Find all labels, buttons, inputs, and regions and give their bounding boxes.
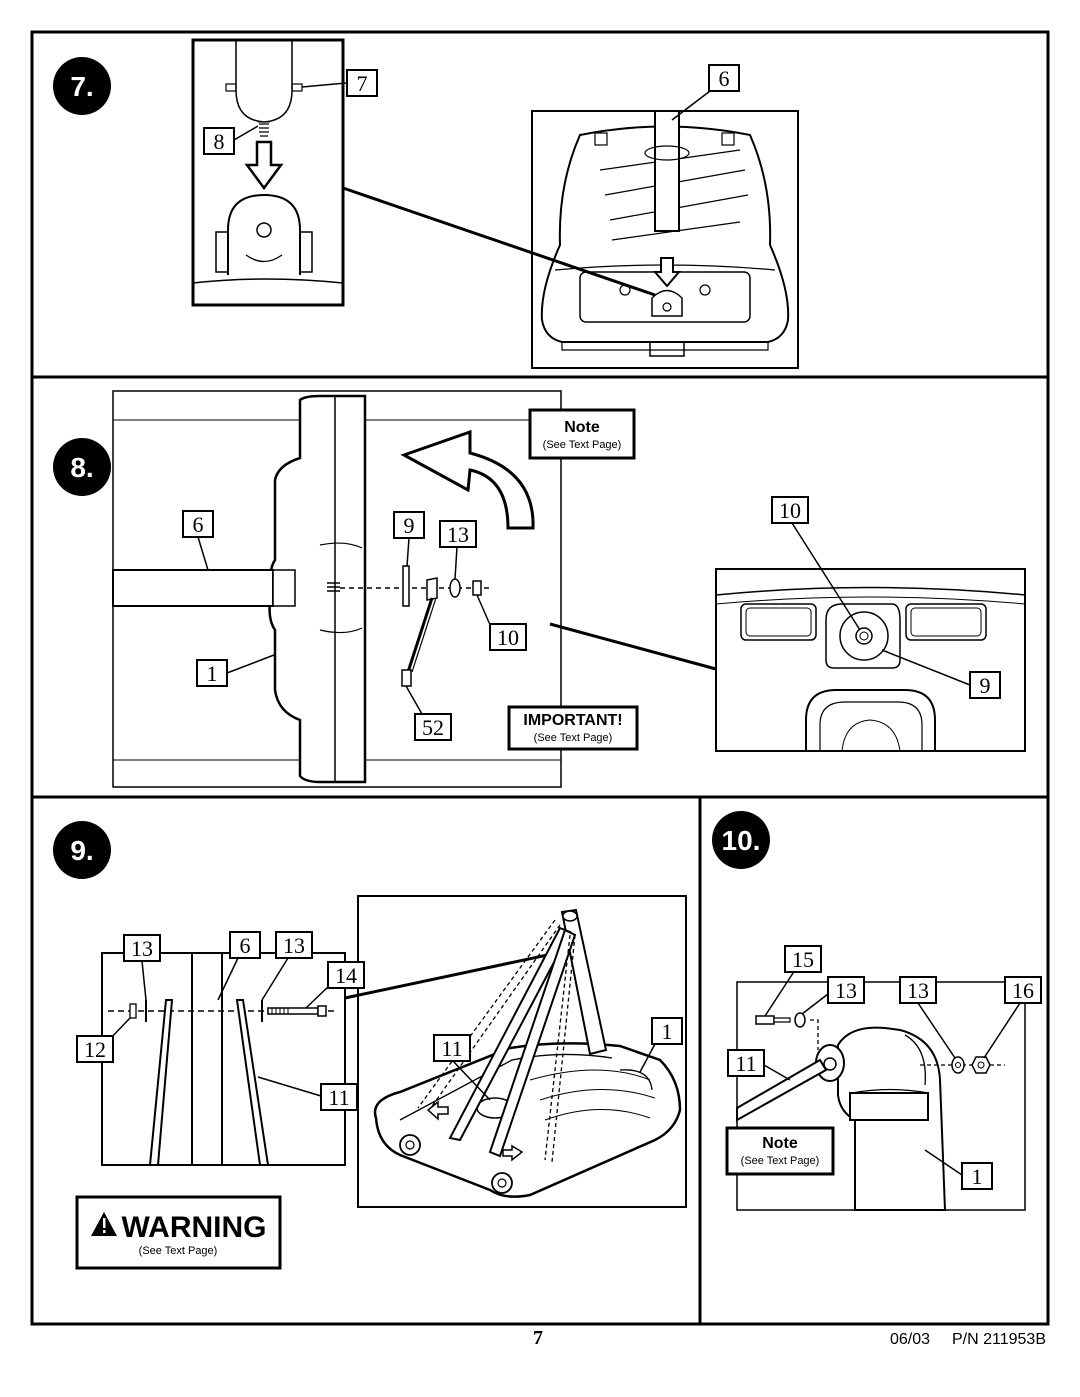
svg-text:13: 13 <box>835 978 857 1003</box>
callout-1-3d: 1 <box>639 1017 683 1073</box>
callout-11-3d: 11 <box>433 1034 491 1101</box>
svg-text:IMPORTANT!: IMPORTANT! <box>523 712 622 729</box>
svg-text:WARNING: WARNING <box>122 1211 267 1244</box>
base-view <box>531 110 799 369</box>
base-3d-view <box>357 895 687 1208</box>
svg-text:14: 14 <box>335 963 357 988</box>
svg-text:1: 1 <box>972 1164 983 1189</box>
callout-14: 14 <box>305 961 365 1009</box>
side-view <box>112 390 562 788</box>
warning-triangle-icon <box>91 1212 117 1236</box>
callout-11: 11 <box>257 1076 358 1111</box>
svg-text:15: 15 <box>792 947 814 972</box>
svg-text:52: 52 <box>422 715 444 740</box>
step-number-badge: 7. <box>53 57 111 115</box>
svg-text:13: 13 <box>447 522 469 547</box>
note-box: Note (See Text Page) <box>725 1126 835 1176</box>
svg-text:13: 13 <box>283 933 305 958</box>
svg-text:9: 9 <box>404 513 415 538</box>
svg-text:1: 1 <box>207 661 218 686</box>
date-code: 06/03 <box>890 1331 930 1348</box>
step-number-badge: 10. <box>712 811 770 869</box>
svg-text:6: 6 <box>193 512 204 537</box>
leader-line <box>549 622 717 671</box>
step-number-badge: 9. <box>53 821 111 879</box>
callout-10-detail: 10 <box>771 496 861 631</box>
callout-15: 15 <box>764 945 822 1017</box>
svg-text:(See Text Page): (See Text Page) <box>534 732 613 744</box>
callout-6: 6 <box>182 510 214 571</box>
leader-line <box>342 186 656 297</box>
svg-text:(See Text Page): (See Text Page) <box>139 1245 218 1257</box>
callout-52: 52 <box>405 685 452 741</box>
callout-13: 13 <box>439 520 477 580</box>
detail-view <box>715 568 1026 752</box>
note-box: Note (See Text Page) <box>528 408 636 460</box>
callout-13: 13 <box>801 976 865 1015</box>
callout-13: 13 <box>123 934 161 1001</box>
svg-text:13: 13 <box>907 978 929 1003</box>
svg-text:12: 12 <box>84 1037 106 1062</box>
svg-text:11: 11 <box>441 1036 462 1061</box>
part-number: P/N 211953B <box>952 1331 1046 1348</box>
page-number: 7 <box>533 1327 543 1349</box>
page-footer: 7 06/03 P/N 211953B <box>533 1327 1046 1349</box>
svg-text:(See Text Page): (See Text Page) <box>543 439 622 451</box>
svg-text:7.: 7. <box>70 71 93 102</box>
panel-frames <box>30 30 1050 1326</box>
svg-text:8.: 8. <box>70 452 93 483</box>
callout-9-detail: 9 <box>881 649 1001 699</box>
callout-7: 7 <box>301 69 378 97</box>
callout-11: 11 <box>727 1049 791 1081</box>
callout-12: 12 <box>76 1017 131 1063</box>
callout-1: 1 <box>924 1149 993 1190</box>
svg-text:10.: 10. <box>722 825 761 856</box>
front-view <box>101 952 346 1166</box>
svg-text:Note: Note <box>564 419 600 436</box>
svg-text:9.: 9. <box>70 835 93 866</box>
step-10-panel: 10. Note <box>712 811 1042 1211</box>
svg-text:10: 10 <box>497 625 519 650</box>
svg-text:13: 13 <box>131 936 153 961</box>
elbow-detail-view <box>736 981 1026 1211</box>
step-8-panel: 8. <box>53 390 1026 788</box>
detail-inset <box>191 38 345 307</box>
warning-box: WARNING (See Text Page) <box>75 1195 282 1270</box>
callout-9: 9 <box>393 511 425 567</box>
svg-text:Note: Note <box>762 1135 798 1152</box>
svg-text:16: 16 <box>1012 978 1034 1003</box>
svg-text:8: 8 <box>214 129 225 154</box>
step-7-panel: 7. <box>53 38 799 369</box>
svg-text:9: 9 <box>980 673 991 698</box>
svg-text:11: 11 <box>735 1051 756 1076</box>
important-box: IMPORTANT! (See Text Page) <box>507 705 639 751</box>
callout-1: 1 <box>196 654 275 687</box>
svg-text:7: 7 <box>357 71 368 96</box>
step-9-panel: 9. <box>53 821 687 1270</box>
callout-13b: 13 <box>899 976 956 1059</box>
svg-text:10: 10 <box>779 498 801 523</box>
svg-text:1: 1 <box>662 1019 673 1044</box>
callout-8: 8 <box>203 125 259 155</box>
callout-16: 16 <box>983 976 1042 1059</box>
callout-6: 6 <box>217 931 261 1001</box>
svg-text:6: 6 <box>240 933 251 958</box>
callout-6: 6 <box>671 64 740 121</box>
callout-13b: 13 <box>261 931 313 1001</box>
svg-text:11: 11 <box>328 1085 349 1110</box>
step-number-badge: 8. <box>53 438 111 496</box>
callout-10: 10 <box>476 594 527 651</box>
svg-text:6: 6 <box>719 66 730 91</box>
leader-line <box>344 951 558 1000</box>
svg-text:(See Text Page): (See Text Page) <box>741 1155 820 1167</box>
